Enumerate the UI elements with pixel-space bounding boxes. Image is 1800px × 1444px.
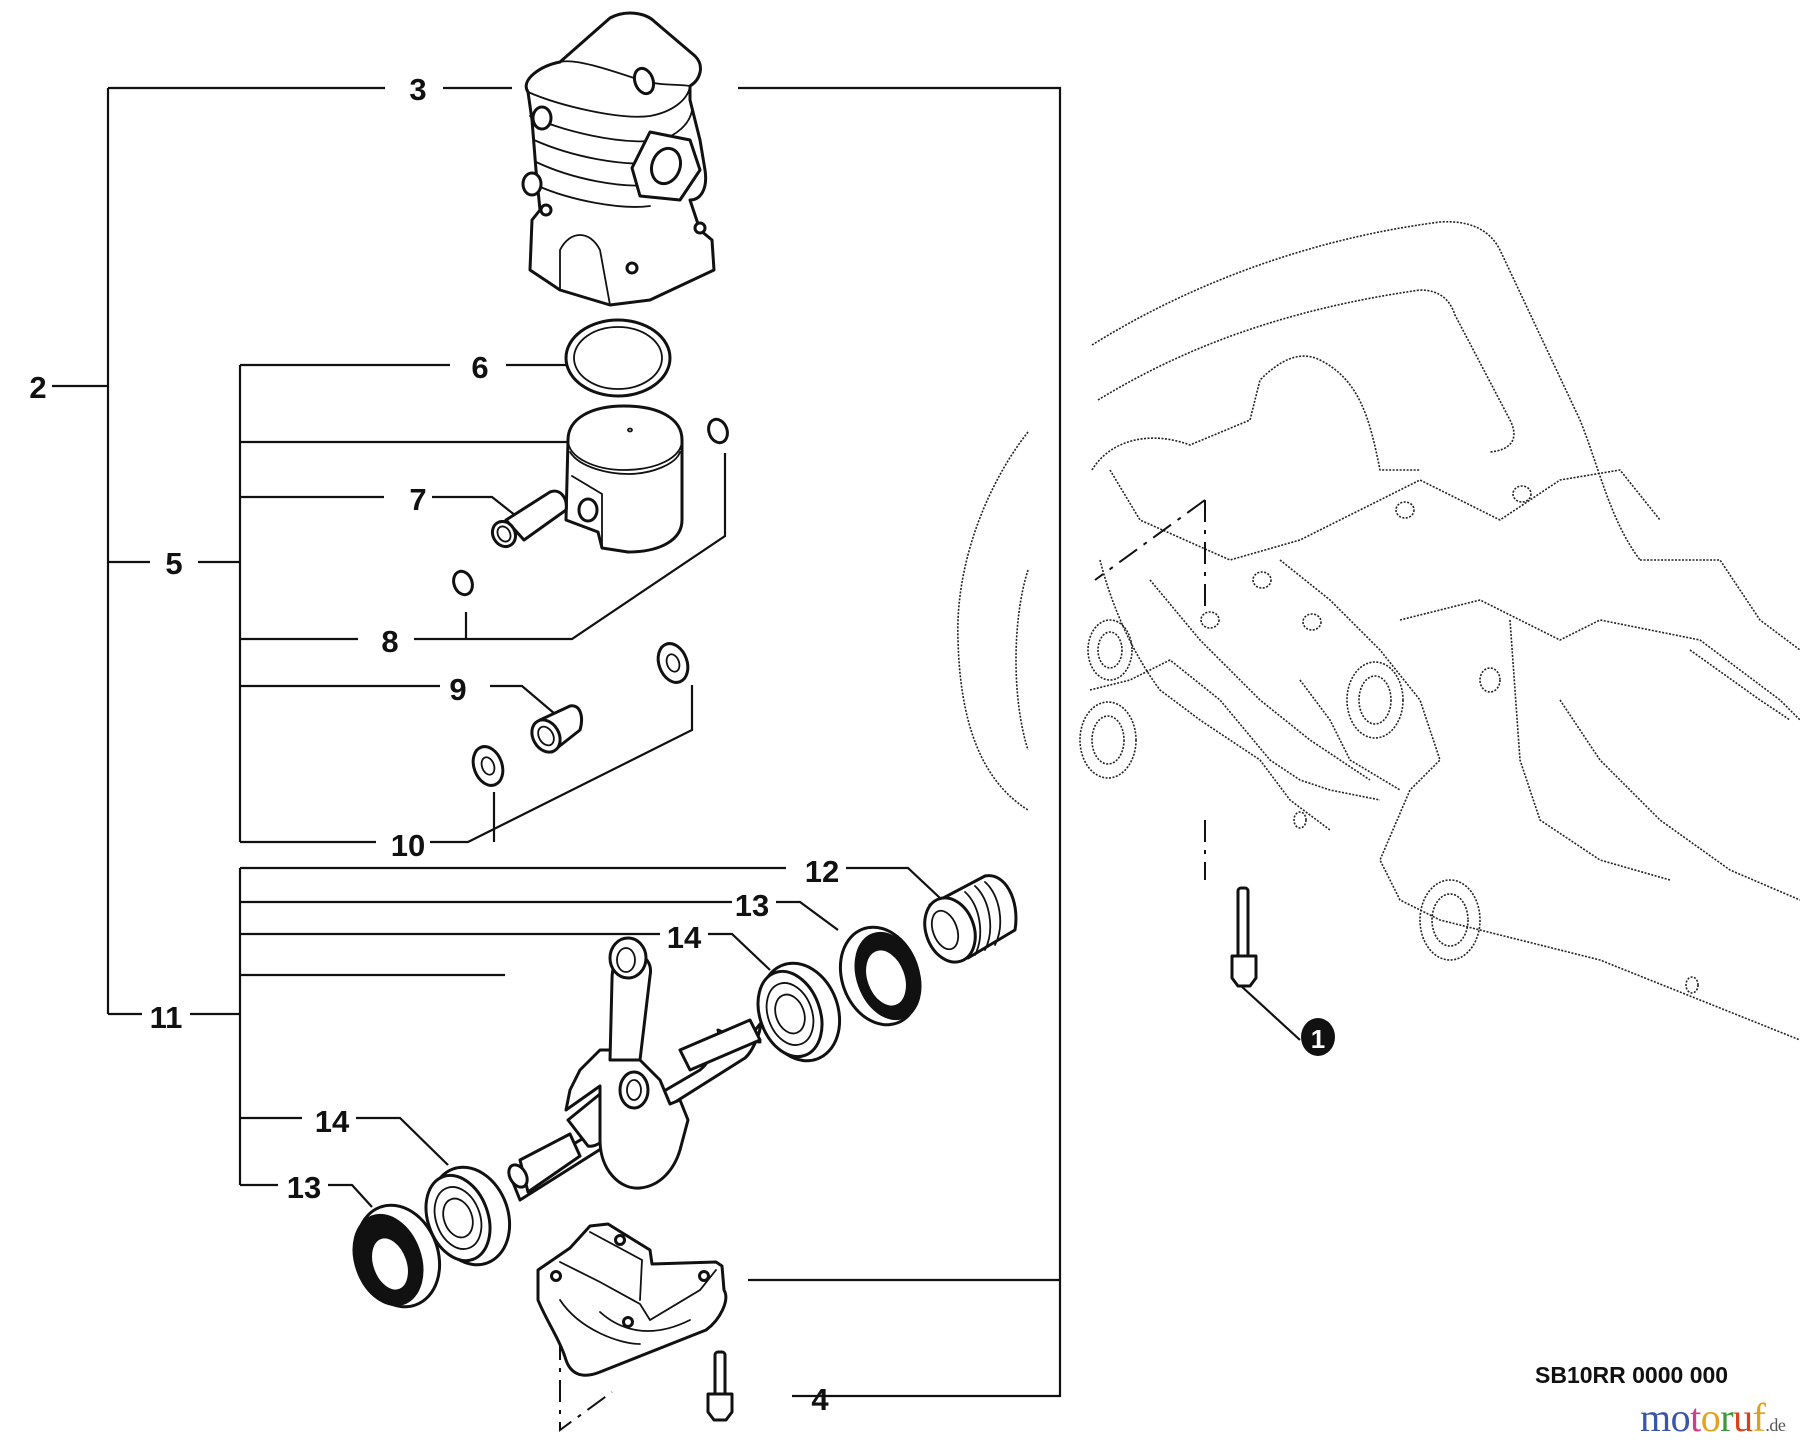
logo-letter: r	[1720, 1395, 1734, 1440]
oil-seal-part[interactable]	[342, 1193, 453, 1318]
piston-part[interactable]	[564, 404, 684, 554]
circlip-part[interactable]	[450, 417, 730, 598]
diagram-reference-code: SB10RR 0000 000	[1535, 1362, 1729, 1388]
callout-5[interactable]: 5	[165, 546, 182, 581]
thrust-washer-part[interactable]	[468, 639, 693, 789]
callout-3[interactable]: 3	[409, 72, 426, 107]
callout-13-upper[interactable]: 13	[735, 888, 769, 923]
callout-13-lower[interactable]: 13	[287, 1170, 321, 1205]
logo-letter: f	[1752, 1395, 1766, 1440]
callout-4[interactable]: 4	[811, 1382, 829, 1417]
callout-1-badge	[1301, 1018, 1335, 1056]
callout-14-upper[interactable]: 14	[667, 920, 702, 955]
bolt-part[interactable]	[1230, 886, 1258, 988]
crankshaft-part[interactable]	[505, 936, 762, 1202]
logo-letter: u	[1733, 1395, 1753, 1440]
callout-2[interactable]: 2	[29, 370, 46, 405]
oil-seal-part[interactable]	[827, 916, 933, 1036]
logo-letter: t	[1690, 1395, 1701, 1440]
ball-bearing-part[interactable]	[415, 1156, 523, 1276]
engine-housing-illustration	[957, 220, 1800, 1041]
spacer-part[interactable]	[916, 874, 1018, 970]
bolt-part[interactable]	[706, 1350, 734, 1422]
callout-labels: 3 2 6 5 7 8 9 10 11 12 13 14 14 13 4 1	[29, 72, 1335, 1417]
leader-lines	[52, 86, 1301, 1432]
logo-letter: o	[1670, 1395, 1691, 1440]
piston-ring-part[interactable]	[564, 318, 672, 398]
motoruf-watermark-logo: motoruf.de	[1640, 1394, 1786, 1441]
callout-11[interactable]: 11	[150, 1000, 183, 1035]
logo-letter: o	[1700, 1395, 1721, 1440]
callout-8[interactable]: 8	[381, 624, 398, 659]
callout-1-number: 1	[1311, 1024, 1325, 1054]
piston-pin-part[interactable]	[488, 489, 568, 551]
callout-9[interactable]: 9	[449, 672, 466, 707]
callout-6[interactable]: 6	[471, 350, 488, 385]
callout-7[interactable]: 7	[409, 482, 426, 517]
logo-letter: m	[1640, 1395, 1671, 1440]
crankcase-part[interactable]	[536, 1222, 728, 1377]
cylinder-part[interactable]	[521, 11, 716, 307]
logo-tld: .de	[1765, 1415, 1786, 1435]
callout-10[interactable]: 10	[391, 828, 425, 863]
callout-14-lower[interactable]: 14	[315, 1104, 350, 1139]
callout-1[interactable]: 1	[1301, 1018, 1335, 1056]
needle-bearing-part[interactable]	[526, 704, 584, 757]
ball-bearing-part[interactable]	[747, 952, 853, 1072]
callout-12[interactable]: 12	[805, 854, 839, 889]
